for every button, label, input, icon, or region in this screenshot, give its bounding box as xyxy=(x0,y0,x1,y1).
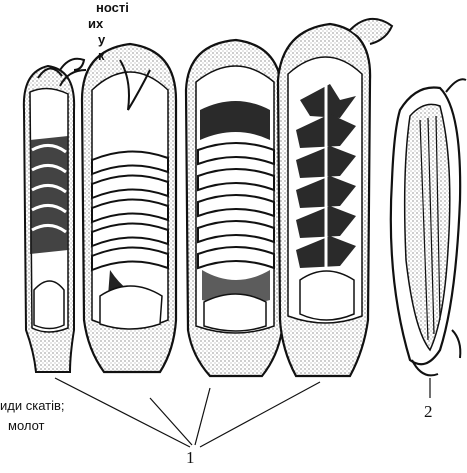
caption-bottom-line-1: иди скатів; xyxy=(0,396,180,416)
caption-top-line-2: их xyxy=(0,16,140,32)
caption-top-line-4: к xyxy=(0,48,140,64)
egg-capsule-2 xyxy=(60,44,176,372)
label-1: 1 xyxy=(186,448,195,468)
egg-capsule-side-view xyxy=(391,79,466,375)
caption-bottom-line-2: молот xyxy=(0,416,180,436)
caption-bottom-fragment: иди скатів; молот xyxy=(0,396,180,436)
caption-top-fragment: ності их у к xyxy=(0,0,140,64)
label-2: 2 xyxy=(424,402,433,422)
egg-capsule-3 xyxy=(186,40,282,376)
egg-capsule-1 xyxy=(24,59,84,372)
caption-top-line-1: ності xyxy=(0,0,140,16)
caption-top-line-3: у xyxy=(0,32,140,48)
egg-capsule-4 xyxy=(278,19,392,376)
